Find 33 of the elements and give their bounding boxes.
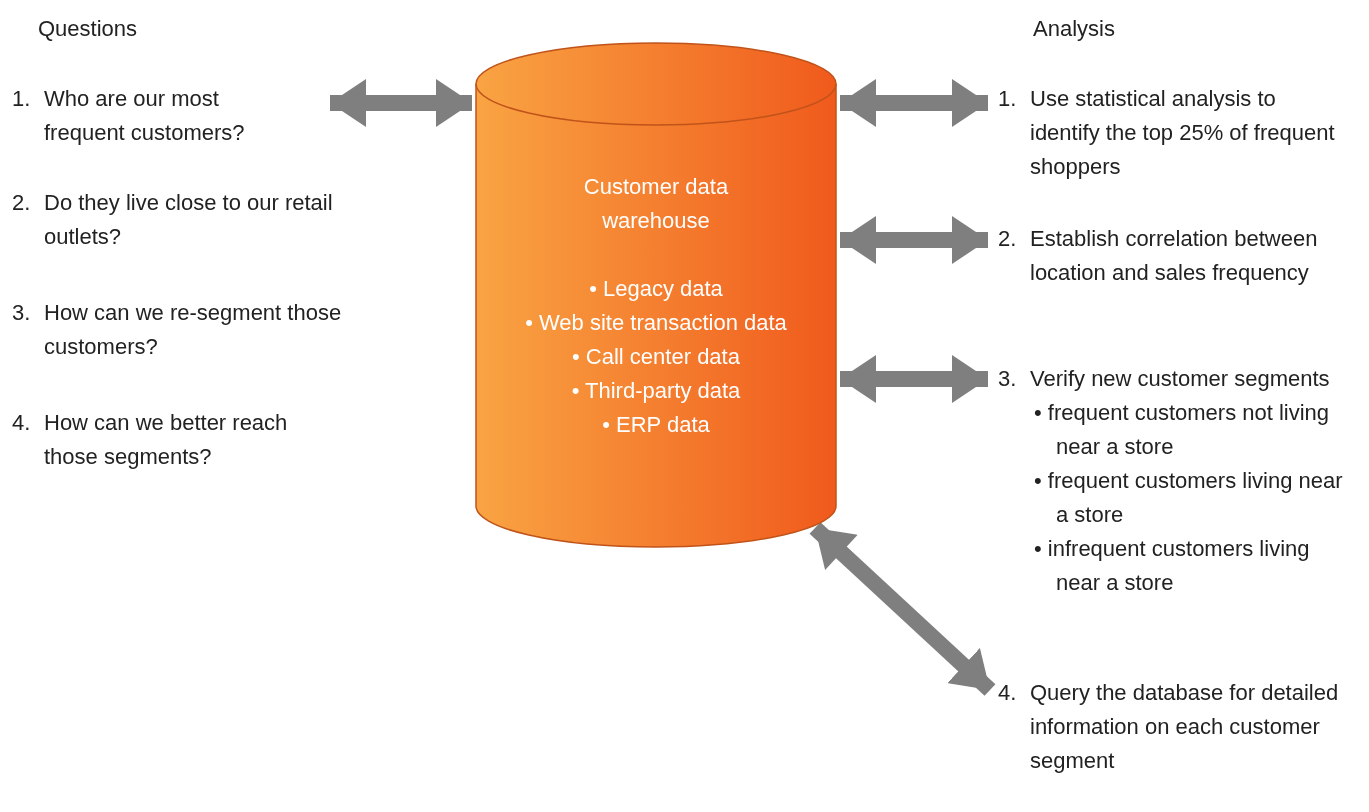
item-number: 3. — [998, 365, 1018, 393]
data-source-item: • ERP data — [601, 411, 711, 439]
bullet-item: • frequent customers not living near a store — [1034, 399, 1331, 461]
item-number: 1. — [12, 85, 32, 113]
database-title: Customer data warehouse — [582, 173, 730, 235]
data-source-item: • Web site transaction data — [524, 309, 788, 337]
column-heading: Analysis — [1033, 15, 1115, 43]
item-number: 2. — [12, 189, 32, 217]
analysis-text: Use statistical analysis to identify the top 25% of frequent shoppers — [1030, 85, 1336, 181]
question-text: How can we re-segment those customers? — [44, 299, 342, 361]
column-heading: Questions — [38, 15, 138, 43]
double-arrow — [330, 79, 472, 127]
double-arrow — [840, 79, 988, 127]
data-source-item: • Third-party data — [570, 377, 742, 405]
bullet-item: • frequent customers living near a store — [1034, 467, 1343, 529]
data-source-item: • Legacy data — [588, 275, 724, 303]
double-arrow — [840, 216, 988, 264]
bullet-item: • infrequent customers living near a store — [1034, 535, 1311, 597]
analysis-text: Establish correlation between location and sales frequency — [1030, 225, 1319, 287]
item-number: 2. — [998, 225, 1018, 253]
analysis-text: Verify new customer segments — [1030, 365, 1331, 393]
double-arrow — [809, 522, 996, 696]
item-number: 4. — [998, 679, 1018, 707]
data-source-item: • Call center data — [571, 343, 741, 371]
item-number: 1. — [998, 85, 1018, 113]
question-text: Who are our most frequent customers? — [44, 85, 246, 147]
question-text: Do they live close to our retail outlets? — [44, 189, 334, 251]
analysis-text: Query the database for detailed information on each customer segment — [1030, 679, 1340, 775]
item-number: 3. — [12, 299, 32, 327]
database-cylinder — [475, 42, 837, 548]
double-arrow — [840, 355, 988, 403]
question-text: How can we better reach those segments? — [44, 409, 289, 471]
item-number: 4. — [12, 409, 32, 437]
